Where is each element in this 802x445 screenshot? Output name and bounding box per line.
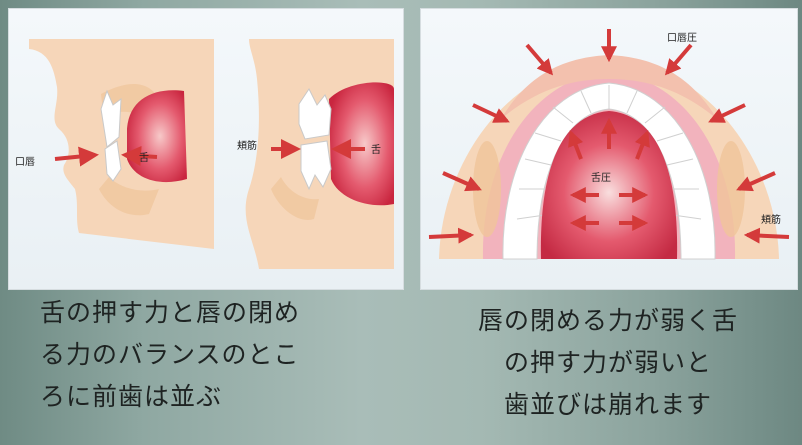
tongue-pressure-label: 舌圧 [591,173,611,184]
lip-label: 口唇 [15,157,35,168]
molar-upper [298,88,332,140]
lateral-tooth-force-diagram [29,39,394,269]
dental-arch-pressure-diagram [428,29,790,260]
lip-pressure-label: 口唇圧 [667,33,697,44]
tongue-pressure-arrows [568,117,650,231]
left-diagram-panel: 口唇 舌 頬筋 舌 [8,8,404,290]
tongue-arrow-left [121,146,158,166]
cheek-bone [271,177,319,220]
tongue-label-profile: 舌 [139,153,149,164]
caption-left-line: ろに前歯は並ぶ [40,382,223,411]
cheek-pad-left [473,141,501,237]
cheek-muscle-label: 頬筋 [237,141,257,152]
front-tooth-upper [100,89,122,148]
tongue-profile [127,90,187,183]
caption-right-line: 歯並びは崩れます [503,390,712,419]
cheek-muscle-label-right: 頬筋 [761,215,781,226]
face-profile [29,39,214,249]
tongue-label-cross: 舌 [371,145,381,156]
upper-lip [501,55,717,119]
caption-left-line: 舌の押す力と唇の閉め [40,298,301,327]
caption-left: 舌の押す力と唇の閉め る力のバランスのとこ ろに前歯は並ぶ [40,292,380,418]
outer-pressure-arrows [428,29,790,244]
tooth-dividers [516,85,702,220]
caption-right-line: の押す力が弱いと [503,348,712,377]
front-tooth-lower [104,140,122,182]
lip-arrow [54,146,99,167]
tongue-cross [329,82,394,206]
caption-left-line: る力のバランスのとこ [40,340,300,369]
caption-right: 唇の閉める力が弱く舌 の押す力が弱いと 歯並びは崩れます [448,300,768,426]
right-diagram-panel: 口唇圧 舌圧 頬筋 [420,8,798,290]
caption-right-line: 唇の閉める力が弱く舌 [477,306,738,335]
molar-lower [300,140,332,191]
jaw-bone [99,177,159,216]
cheek-pad-right [717,141,745,237]
